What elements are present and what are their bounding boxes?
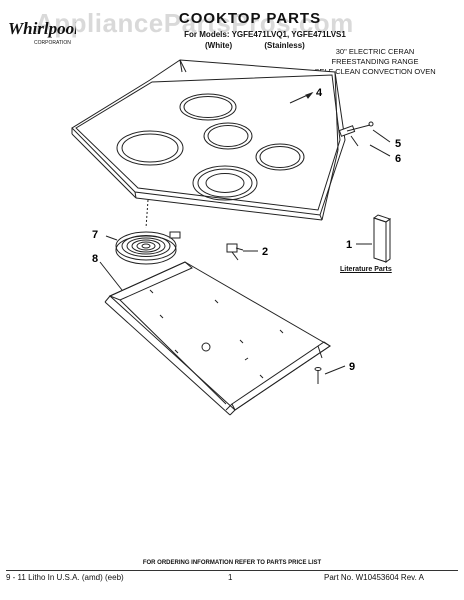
variant-white: (White): [205, 41, 233, 50]
callout-2: 2: [262, 246, 268, 258]
models-line: For Models: YGFE471LVQ1, YGFE471LVS1: [184, 30, 346, 39]
callout-1: 1: [346, 239, 352, 251]
literature-parts-label: Literature Parts: [340, 266, 392, 273]
brand-logo-text: Whirlpool: [8, 19, 76, 38]
page-number: 1: [228, 573, 233, 582]
litho-info: 9 - 11 Litho In U.S.A. (amd) (eeb): [6, 573, 124, 582]
surface-element[interactable]: [115, 231, 181, 265]
leader-arrow: [305, 91, 314, 99]
brand-logo: Whirlpool CORPORATION: [6, 14, 79, 48]
limiter-switch[interactable]: [226, 243, 244, 261]
ordering-note: FOR ORDERING INFORMATION REFER TO PARTS …: [142, 560, 322, 566]
description-line: FREESTANDING RANGE: [331, 57, 419, 66]
dashed-guide: [145, 199, 149, 229]
mounting-bracket[interactable]: [338, 121, 374, 147]
screw[interactable]: [314, 367, 322, 385]
leader-line: [99, 261, 123, 291]
brand-logo-sub: CORPORATION: [34, 40, 71, 46]
leader-line: [369, 144, 391, 157]
part-number: Part No. W10453604 Rev. A: [324, 573, 424, 582]
callout-6: 6: [395, 153, 401, 165]
description-line: SELF CLEAN CONVECTION OVEN: [314, 67, 436, 76]
leader-line: [324, 365, 346, 375]
footer-divider: [6, 570, 458, 571]
leader-line: [372, 129, 391, 143]
product-description: 30" ELECTRIC CERAN FREESTANDING RANGE SE…: [300, 47, 450, 77]
callout-7: 7: [92, 229, 98, 241]
callout-5: 5: [395, 138, 401, 150]
description-line: 30" ELECTRIC CERAN: [335, 47, 415, 56]
model-variants: (White) (Stainless): [205, 41, 335, 50]
callout-4: 4: [316, 87, 323, 99]
callout-9: 9: [349, 361, 355, 373]
page-title: COOKTOP PARTS: [178, 10, 322, 27]
callout-8: 8: [92, 253, 98, 265]
watermark: AppliancePartsPros.com: [35, 8, 354, 38]
leader-line: [105, 235, 118, 241]
variant-stainless: (Stainless): [264, 41, 305, 50]
burner-box[interactable]: [104, 261, 331, 416]
cooktop-glass[interactable]: [71, 59, 346, 221]
literature-box[interactable]: [372, 214, 392, 263]
